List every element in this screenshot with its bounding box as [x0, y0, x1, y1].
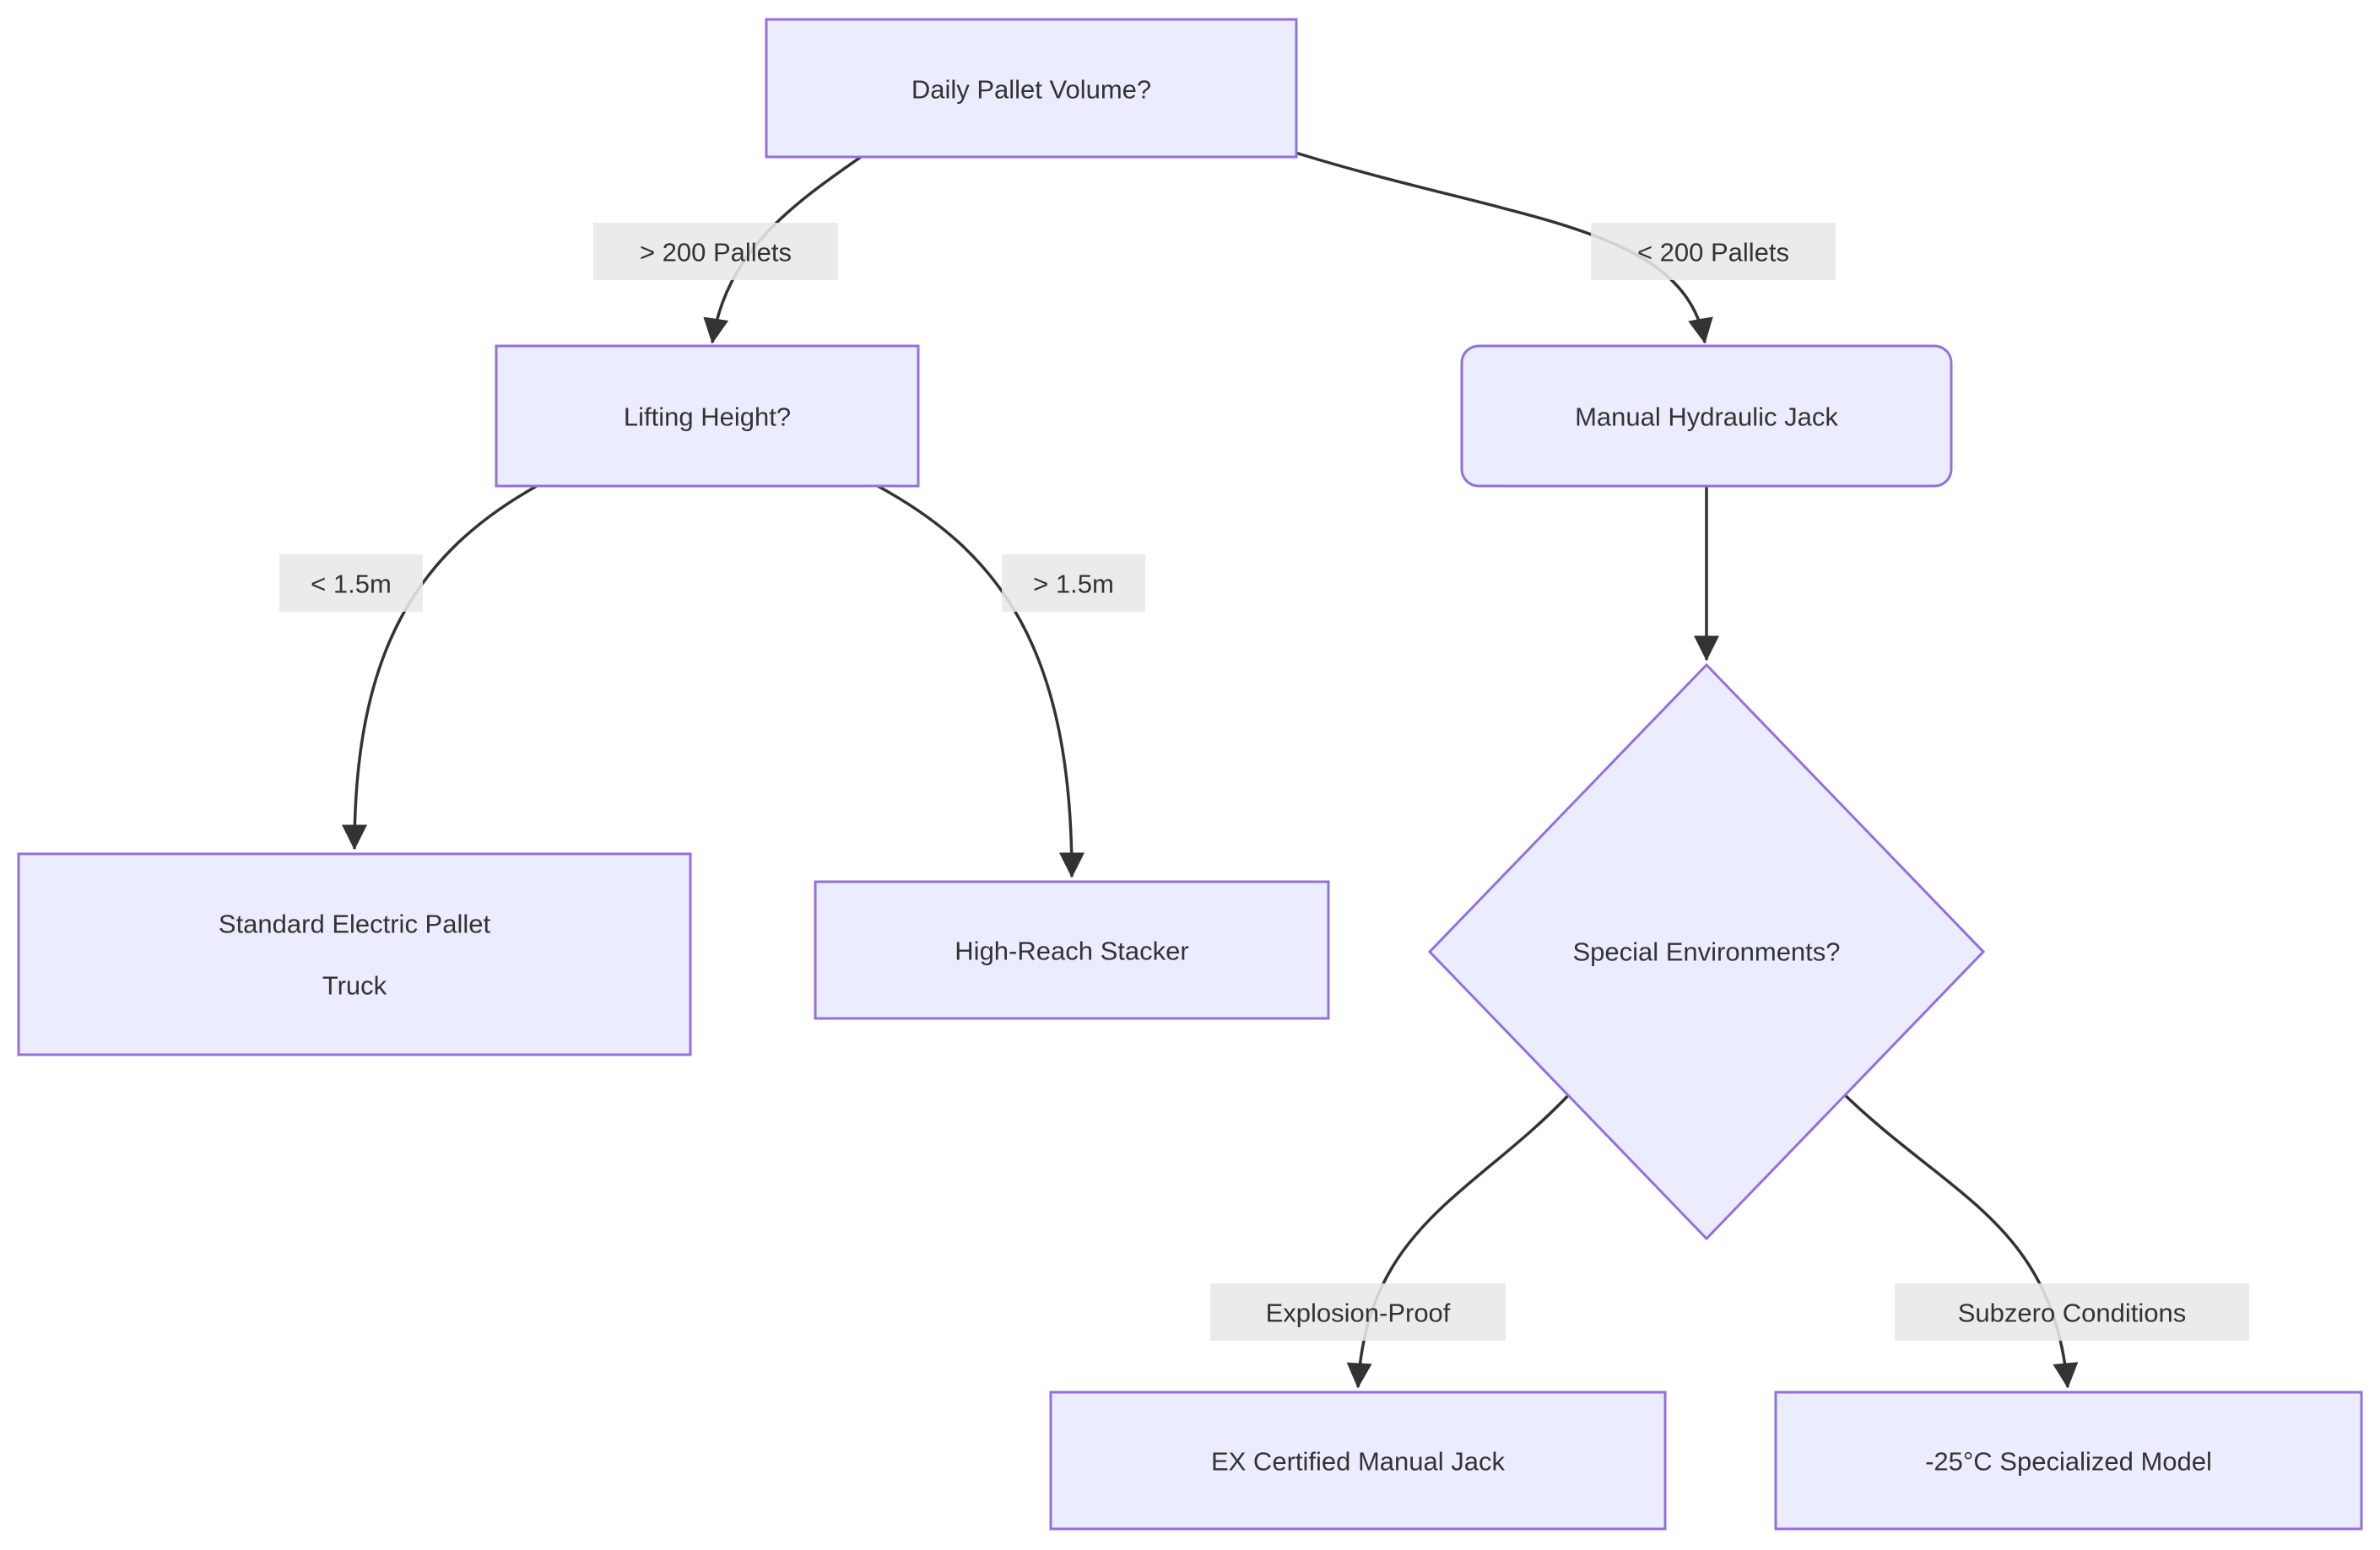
node-shape-rect [17, 852, 692, 1056]
node-standard-electric-pallet-truck: Standard Electric Pallet Truck [17, 852, 692, 1056]
node-shape-rect [495, 344, 920, 488]
edge-label-gt15: > 1.5m [1002, 554, 1145, 612]
node-subzero-specialized-model: -25°C Specialized Model [1774, 1391, 2363, 1531]
edge-special-to-subzero [1838, 1088, 2079, 1389]
node-high-reach-stacker: High-Reach Stacker [814, 880, 1330, 1020]
edge-label-bg [1002, 554, 1145, 612]
node-shape-rect [814, 880, 1330, 1020]
node-shape-rect [1049, 1391, 1667, 1531]
node-label: High-Reach Stacker [955, 937, 1188, 966]
edge-label-text: > 1.5m [1033, 570, 1114, 599]
edge-label-explosion: Explosion-Proof [1210, 1283, 1506, 1341]
edge-label-text: Subzero Conditions [1958, 1299, 2187, 1328]
node-shape-diamond [1427, 662, 1986, 1241]
edge-label-bg [279, 554, 423, 612]
node-ex-certified-manual-jack: EX Certified Manual Jack [1049, 1391, 1667, 1531]
edge-group [342, 150, 2079, 1389]
node-label: Special Environments? [1572, 937, 1840, 967]
node-label: EX Certified Manual Jack [1211, 1447, 1506, 1477]
edge-label-lt15: < 1.5m [279, 554, 423, 612]
node-special-environments: Special Environments? [1427, 662, 1986, 1241]
edge-label-lt200: < 200 Pallets [1591, 223, 1836, 280]
edge-special-to-ex [1346, 1088, 1575, 1389]
node-label: -25°C Specialized Model [1925, 1447, 2212, 1477]
node-daily-pallet-volume: Daily Pallet Volume? [765, 18, 1298, 159]
edge-label-bg [1591, 223, 1836, 280]
edge-label-subzero: Subzero Conditions [1895, 1283, 2249, 1341]
edge-label-gt200: > 200 Pallets [593, 223, 838, 280]
node-shape-rounded-rect [1460, 344, 1953, 488]
edge-label-bg [593, 223, 838, 280]
node-label: Lifting Height? [624, 402, 791, 432]
edge-label-text: < 200 Pallets [1637, 238, 1789, 267]
edge-daily-to-manual [1292, 150, 1713, 344]
edge-lifting-to-std [342, 484, 538, 851]
node-label-line1: Standard Electric Pallet [219, 910, 491, 939]
node-label: Daily Pallet Volume? [911, 75, 1151, 105]
edge-label-text: < 1.5m [311, 570, 392, 599]
node-shape-rect [765, 18, 1298, 159]
node-lifting-height: Lifting Height? [495, 344, 920, 488]
edge-lifting-to-highreach [877, 484, 1085, 878]
edge-label-text: > 200 Pallets [640, 238, 792, 267]
node-label: Manual Hydraulic Jack [1575, 402, 1838, 432]
edge-label-bg [1210, 1283, 1506, 1341]
node-label-line2: Truck [322, 971, 387, 1001]
node-shape-rect [1774, 1391, 2363, 1531]
node-manual-hydraulic-jack: Manual Hydraulic Jack [1460, 344, 1953, 488]
edge-label-text: Explosion-Proof [1266, 1299, 1451, 1328]
edge-label-bg [1895, 1283, 2249, 1341]
